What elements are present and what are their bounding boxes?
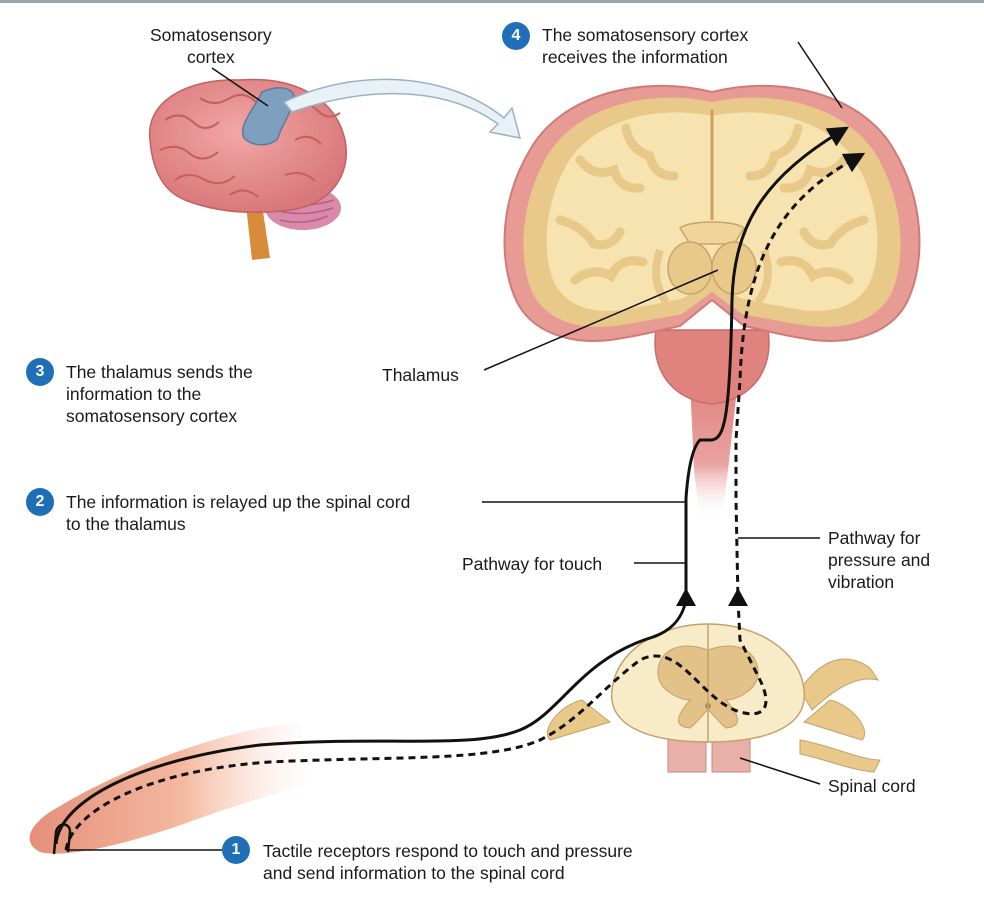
step-3-badge: 3 [26, 358, 54, 386]
step-3-text: The thalamus sends the information to th… [66, 362, 253, 426]
leader-spinal-cord [739, 757, 821, 785]
finger-illustration [29, 722, 310, 854]
touch-pathway-line [54, 126, 850, 845]
somatosensory-cortex-label: Somatosensory cortex [150, 25, 272, 67]
step-2-text: The information is relayed up the spinal… [66, 492, 411, 534]
pressure-pathway-arrow [728, 588, 748, 606]
leader-somatosensory [211, 67, 269, 107]
step-1-text: Tactile receptors respond to touch and p… [263, 841, 633, 883]
step-2-badge: 2 [26, 488, 54, 516]
step-4-badge: 4 [502, 22, 530, 50]
thalamus-label: Thalamus [382, 365, 459, 385]
top-border [0, 0, 984, 3]
pressure-pathway-line [64, 152, 866, 851]
spinal-cord-label: Spinal cord [828, 776, 916, 796]
step-4-text: The somatosensory cortex receives the in… [542, 25, 749, 67]
leader-thalamus [483, 269, 719, 371]
pressure-pathway-label: Pathway for pressure and vibration [828, 528, 931, 592]
coronal-brain-section [503, 84, 921, 520]
leader-cortex [797, 41, 843, 109]
connector-arrow [282, 78, 522, 139]
small-brain-illustration [149, 78, 347, 260]
touch-pathway-label: Pathway for touch [462, 554, 603, 574]
step-1-badge: 1 [222, 836, 250, 864]
touch-pathway-arrow [676, 588, 696, 606]
